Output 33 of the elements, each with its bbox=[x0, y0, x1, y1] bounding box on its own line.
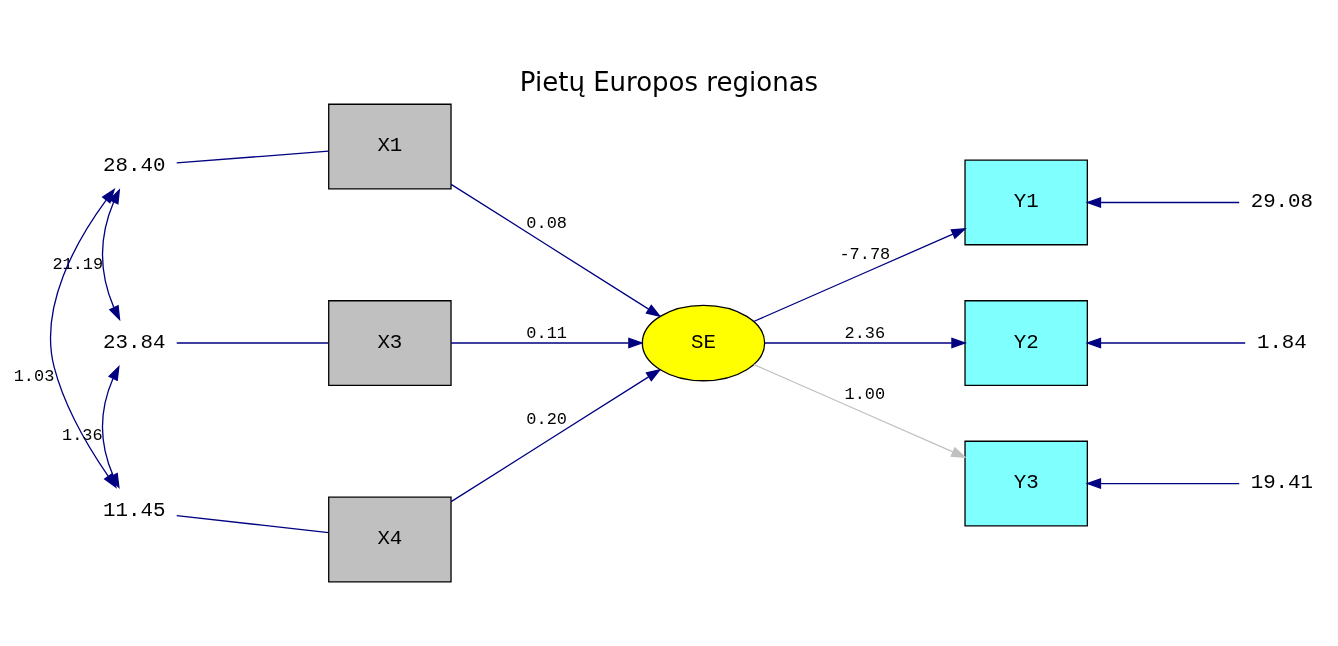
arrow bbox=[764, 337, 967, 348]
diagram-title: Pietų Europos regionas bbox=[519, 66, 819, 97]
node-box: X4 bbox=[328, 496, 452, 582]
node-text: 19.41 bbox=[1250, 471, 1314, 494]
node-text: 29.08 bbox=[1250, 189, 1314, 213]
node-text: 1.84 bbox=[1256, 330, 1307, 354]
edge-label: 1.00 bbox=[844, 384, 886, 404]
node-box: Y3 bbox=[964, 440, 1088, 526]
node-text: 11.45 bbox=[102, 498, 166, 522]
connector bbox=[176, 150, 330, 164]
arrow bbox=[450, 368, 662, 502]
node-text: 23.84 bbox=[102, 330, 166, 354]
arrow bbox=[1085, 337, 1246, 348]
arrow bbox=[753, 363, 967, 458]
edge-label: 2.36 bbox=[844, 323, 886, 343]
edge-label: 1.03 bbox=[13, 366, 55, 386]
arrow bbox=[450, 183, 662, 317]
node-box: X1 bbox=[328, 103, 452, 189]
arrow bbox=[1085, 477, 1240, 489]
edge-label: 0.11 bbox=[526, 323, 567, 343]
edge-label: 0.20 bbox=[526, 409, 567, 429]
arrow bbox=[450, 337, 644, 348]
node-box: Y2 bbox=[964, 299, 1088, 386]
arrow bbox=[1085, 196, 1240, 208]
arrow bbox=[753, 227, 967, 322]
node-text: 28.40 bbox=[102, 153, 166, 177]
connector bbox=[176, 341, 330, 344]
connector bbox=[176, 514, 330, 533]
node-box: Y1 bbox=[964, 159, 1088, 245]
edge-label: 0.08 bbox=[526, 213, 567, 233]
edge-label: -7.78 bbox=[839, 244, 891, 264]
arrow bbox=[101, 187, 121, 321]
node-box: X3 bbox=[328, 299, 452, 386]
